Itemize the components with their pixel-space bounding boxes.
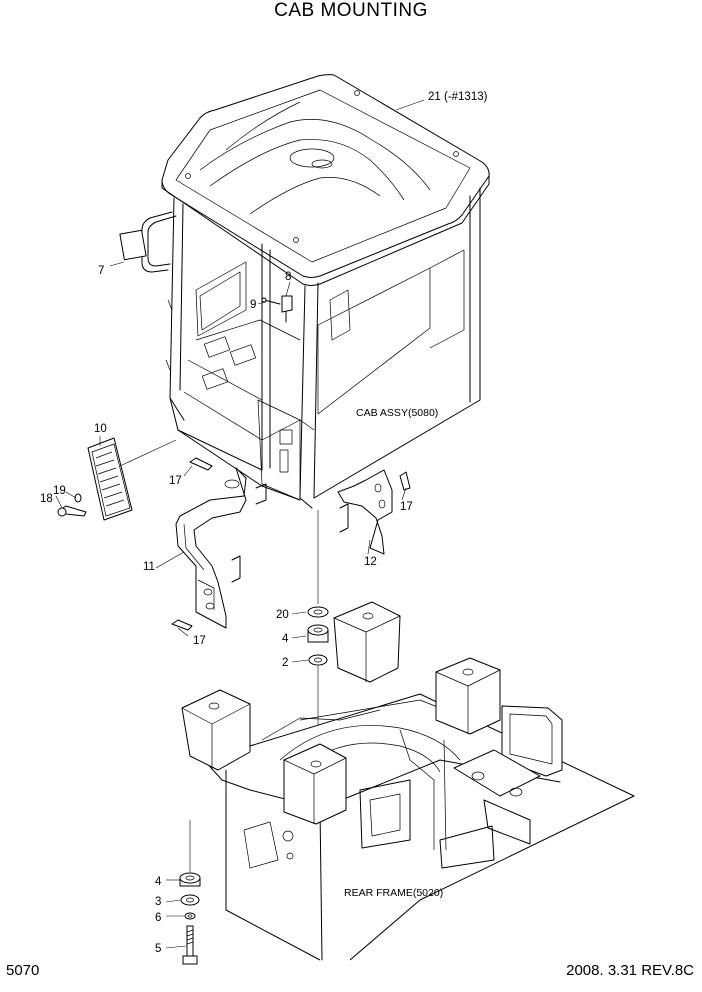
callout-12: 12 xyxy=(364,556,377,568)
callout-6: 6 xyxy=(155,912,161,924)
callout-2: 2 xyxy=(282,657,288,669)
part-11-left-bracket xyxy=(175,467,267,629)
callout-4-lower: 4 xyxy=(155,876,162,888)
callout-8: 8 xyxy=(285,271,291,283)
part-18-19-bolt-washer xyxy=(57,493,87,517)
cab-assy-label: CAB ASSY(5080) xyxy=(356,407,438,419)
page-number: 5070 xyxy=(6,962,40,979)
part-7-handle xyxy=(119,211,177,273)
callout-numbers: 21 (-#1313) 7 8 9 10 17 19 18 17 11 12 1… xyxy=(40,91,488,955)
callout-10: 10 xyxy=(94,423,107,435)
cab-mount-upper-stack xyxy=(307,510,329,764)
rear-frame-label: REAR FRAME(5020) xyxy=(344,887,443,899)
leader-lines xyxy=(55,99,425,949)
callout-5: 5 xyxy=(155,943,161,955)
callout-19: 19 xyxy=(53,485,66,497)
rear-frame xyxy=(181,601,635,961)
cab-mount-lower-stack xyxy=(179,820,201,965)
part-10-filter xyxy=(87,437,177,521)
part-12-right-bracket xyxy=(337,469,393,555)
callout-20: 20 xyxy=(276,609,289,621)
cab-frame xyxy=(169,197,185,421)
cab-roof xyxy=(161,74,490,278)
callout-17-lower: 17 xyxy=(193,635,206,647)
part-8-9-fitting xyxy=(261,295,293,323)
callout-4-upper: 4 xyxy=(282,633,289,645)
callout-7: 7 xyxy=(98,265,104,277)
callout-17-upper-left: 17 xyxy=(169,475,182,487)
callout-9: 9 xyxy=(250,299,256,311)
revision-date: 2008. 3.31 REV.8C xyxy=(566,962,694,979)
cab-assembly xyxy=(161,74,490,509)
callout-11: 11 xyxy=(143,561,155,573)
callout-18: 18 xyxy=(40,493,53,505)
part-17-bolts xyxy=(171,457,411,631)
callout-3: 3 xyxy=(155,896,161,908)
page-title: CAB MOUNTING xyxy=(274,0,428,21)
callout-21: 21 (-#1313) xyxy=(428,91,488,103)
callout-17-right: 17 xyxy=(400,501,413,513)
